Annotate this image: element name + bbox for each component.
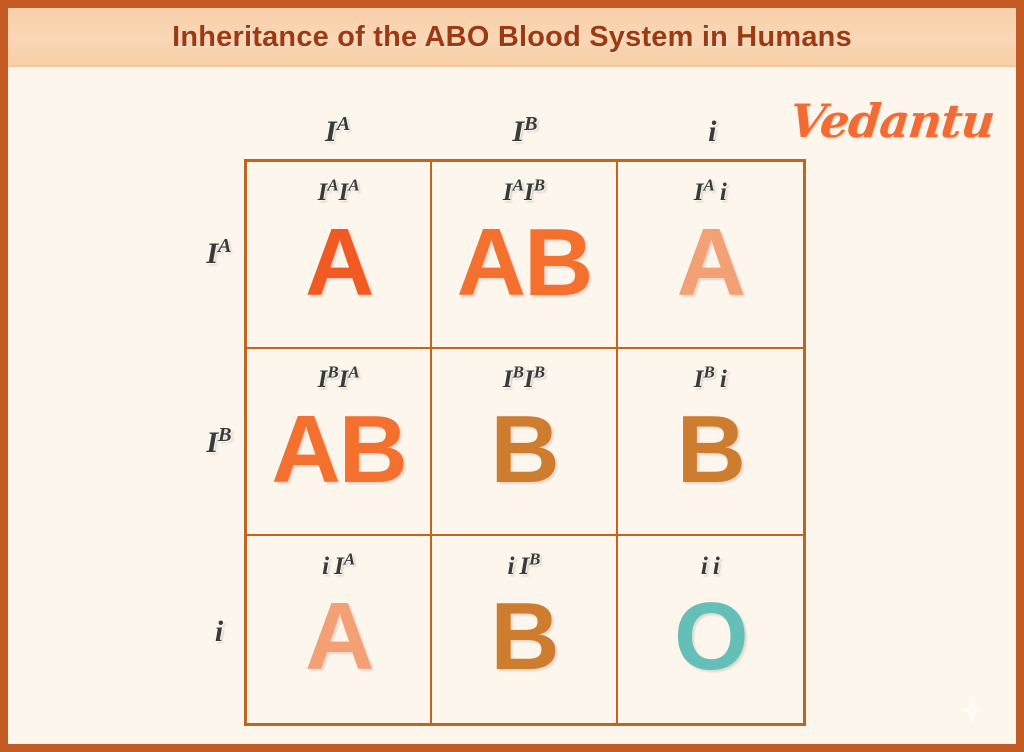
column-header-3: i [619,104,806,159]
vedantu-logo: Vedantu [787,94,997,148]
genotype-label: i IB [507,549,541,580]
column-header-1: IA [244,104,431,159]
page-title: Inheritance of the ABO Blood System in H… [172,20,852,53]
genotype-label: IAIA [317,175,360,206]
phenotype-label: B [490,396,559,503]
sparkle-watermark-icon [958,696,986,724]
phenotype-label: B [676,396,746,503]
genotype-label: IAIB [502,175,546,206]
column-header-2: IB [431,104,618,159]
phenotype-label: AB [456,209,594,316]
row-header-2: IB [194,348,244,537]
row-header-3: i [194,537,244,726]
allele-label: IA [206,234,232,270]
phenotype-label: O [673,583,749,690]
allele-label: i [708,114,717,148]
title-banner: Inheritance of the ABO Blood System in H… [8,8,1016,67]
phenotype-label: B [490,583,559,690]
genotype-label: IA i [693,175,727,206]
genotype-label: i IA [322,549,356,580]
allele-label: IB [512,112,538,148]
phenotype-label: AB [271,396,408,503]
allele-label: IA [325,112,351,148]
phenotype-label: A [676,209,746,316]
row-header-1: IA [194,159,244,348]
genotype-label: IBIB [502,362,546,393]
punnett-cell: i i O [618,536,803,723]
row-header-column: IA IB i [194,159,244,726]
column-header-row: IA IB i [244,104,806,159]
allele-label: IB [206,423,232,459]
phenotype-label: A [305,209,374,316]
genotype-label: IBIA [317,362,360,393]
genotype-label: i i [700,553,720,580]
allele-label: i [214,614,224,648]
phenotype-label: A [305,583,374,690]
genotype-label: IB i [693,362,727,393]
